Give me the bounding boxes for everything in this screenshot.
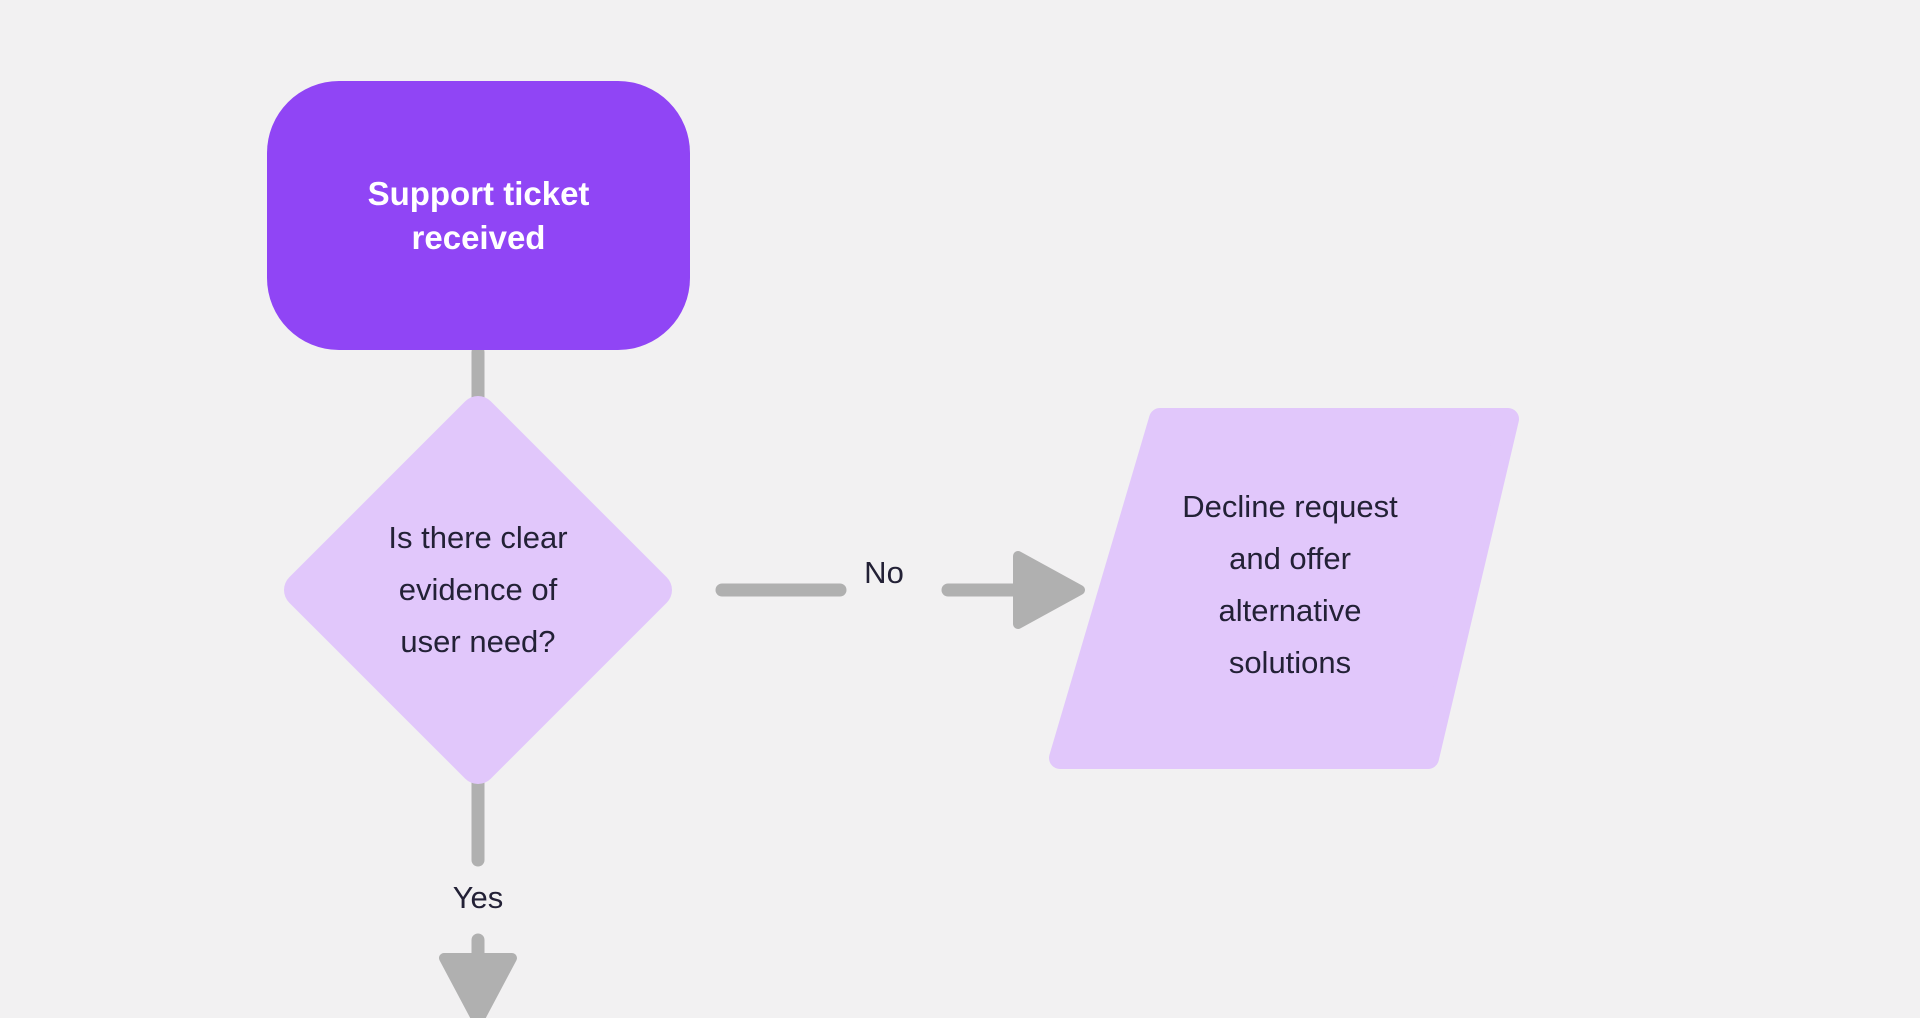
node-decision-shape[interactable] (284, 396, 672, 784)
edge-yes-arrowhead-icon (439, 953, 517, 1018)
edge-no-arrowhead-icon (1013, 551, 1085, 629)
node-decline-shape[interactable] (1049, 408, 1519, 769)
edge-label-no: No (864, 555, 904, 590)
node-start-shape[interactable] (267, 81, 690, 350)
edge-label-yes: Yes (452, 880, 504, 915)
